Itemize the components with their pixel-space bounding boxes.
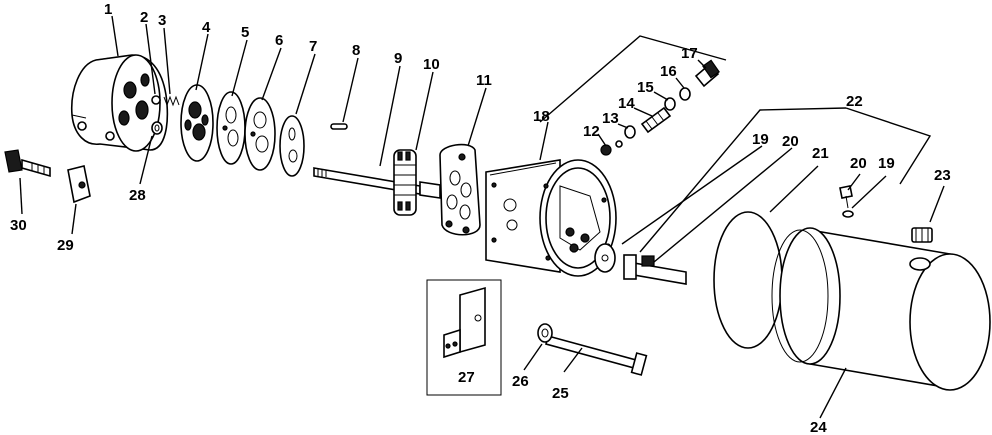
- callout-14: 14: [618, 95, 635, 112]
- callout-23: 23: [934, 167, 951, 184]
- part-25-bolt: [545, 335, 648, 376]
- callout-20-right: 20: [850, 155, 867, 172]
- part-23-filler-cap: [911, 227, 933, 243]
- part-16-oring: [679, 87, 691, 101]
- callout-4: 4: [202, 19, 211, 36]
- callout-20-left: 20: [782, 133, 799, 150]
- part-10-gear: [393, 149, 417, 216]
- callout-12: 12: [583, 123, 600, 140]
- callout-15: 15: [637, 79, 654, 96]
- callout-22: 22: [846, 93, 863, 110]
- callout-9: 9: [394, 50, 402, 67]
- callout-5: 5: [241, 24, 249, 41]
- callout-10: 10: [423, 56, 440, 73]
- part-5-gasket: [216, 91, 246, 165]
- part-18-pump-body: [485, 159, 617, 277]
- part-2-ball: [151, 95, 161, 105]
- part-1-pump-cover: [70, 54, 169, 152]
- part-3-spring: [163, 95, 180, 107]
- callout-16: 16: [660, 63, 677, 80]
- part-14-spring: [640, 106, 672, 134]
- callout-19-right: 19: [878, 155, 895, 172]
- part-7-gasket: [279, 115, 305, 177]
- callout-6: 6: [275, 32, 283, 49]
- part-20-screw: [839, 185, 853, 209]
- callout-18: 18: [533, 108, 550, 125]
- part-24-reservoir: [771, 227, 991, 391]
- part-21-gasket-ring: [713, 211, 783, 349]
- callout-3: 3: [158, 12, 166, 29]
- part-11-plate: [439, 143, 481, 236]
- callout-11: 11: [476, 72, 492, 89]
- part-13-seat: [624, 125, 636, 139]
- part-6-plate: [244, 97, 276, 171]
- callout-27: 27: [458, 369, 475, 386]
- part-9-shaft: [313, 167, 441, 199]
- part-15-washer: [664, 97, 676, 111]
- callout-29: 29: [57, 237, 74, 254]
- part-19-washer: [842, 210, 854, 218]
- part-27-bracket-inset: [426, 279, 502, 396]
- callout-1: 1: [104, 1, 112, 18]
- part-12-ball: [600, 140, 623, 156]
- callout-17: 17: [681, 45, 698, 62]
- part-4-plate: [180, 84, 214, 162]
- part-29-plate: [67, 165, 91, 204]
- part-20-pickup-tube: [623, 254, 687, 285]
- callout-24: 24: [810, 419, 827, 435]
- callout-7: 7: [309, 38, 317, 55]
- callout-19-left: 19: [752, 131, 769, 148]
- part-28-seal: [151, 121, 163, 135]
- part-19-gasket: [594, 243, 616, 273]
- callout-labels: 1 2 3 4 5 6 7 8 9 10 11 18 12 13 14 15 1…: [10, 1, 951, 435]
- callout-25: 25: [552, 385, 569, 402]
- part-26-washer: [537, 323, 553, 343]
- part-30-bolt: [4, 149, 51, 178]
- callout-26: 26: [512, 373, 529, 390]
- callout-2: 2: [140, 9, 148, 26]
- callout-28: 28: [129, 187, 146, 204]
- callout-13: 13: [602, 110, 619, 127]
- callout-30: 30: [10, 217, 27, 234]
- part-8-key: [330, 123, 348, 130]
- leader-lines: [19, 15, 945, 419]
- callout-21: 21: [812, 145, 829, 162]
- callout-8: 8: [352, 42, 360, 59]
- part-17-plug: [694, 59, 720, 88]
